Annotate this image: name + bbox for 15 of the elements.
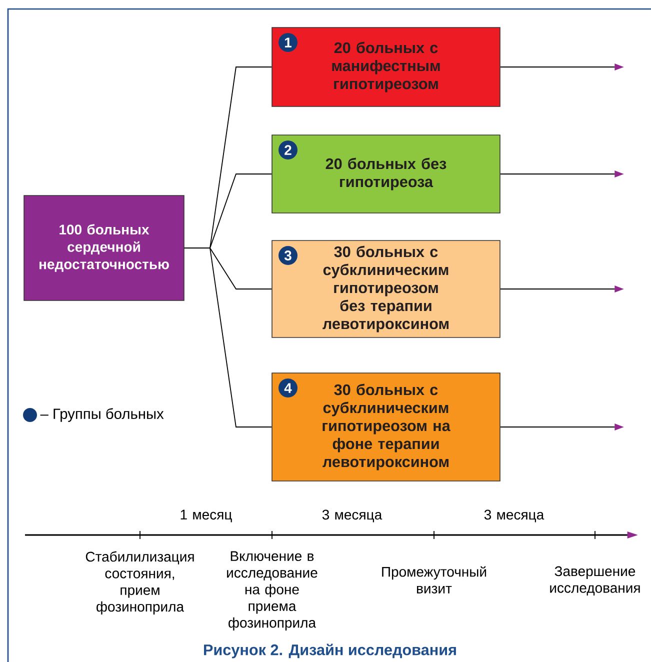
number-badge: 4 — [278, 378, 298, 398]
milestone-label: Включение в исследование на фоне приема фозиноприла — [227, 551, 318, 630]
milestone-label: Завершение исследования — [550, 566, 640, 596]
figure-caption: Рисунок 2. Дизайн исследования — [204, 644, 456, 658]
cohort-box: 100 больных сердечной недостаточностью — [24, 195, 184, 301]
number-badge: 1 — [278, 33, 298, 52]
period-label: 1 месяц — [180, 510, 232, 522]
number-badge: 2 — [278, 140, 298, 160]
milestone-label: Стабилилизация состояния, прием фозиноприла — [86, 551, 194, 614]
period-label: 3 месяца — [322, 510, 382, 522]
legend-text: – Группы больных — [40, 408, 164, 422]
milestone-label: Промежуточный визит — [382, 566, 486, 594]
branch-line — [184, 248, 272, 428]
period-label: 3 месяца — [484, 510, 544, 522]
number-badge: 3 — [278, 246, 298, 265]
